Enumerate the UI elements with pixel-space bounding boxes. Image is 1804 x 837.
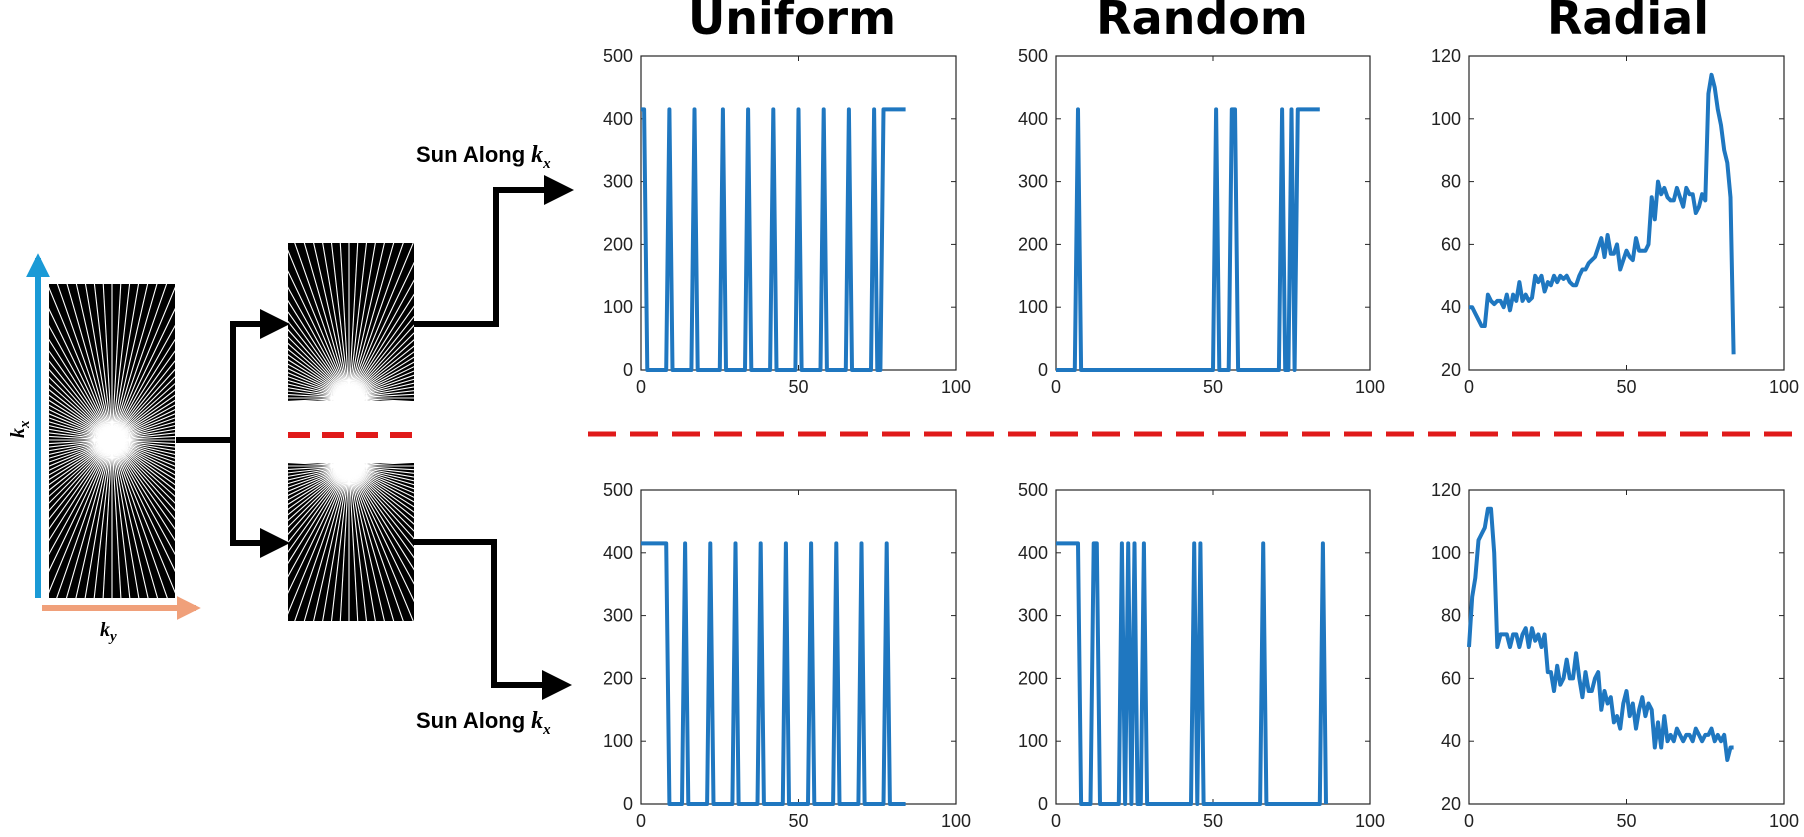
kspace-top-half-image bbox=[288, 243, 414, 401]
kspace-bottom-half-image bbox=[288, 463, 414, 621]
y-tick-label: 40 bbox=[1441, 731, 1461, 751]
y-tick-label: 40 bbox=[1441, 297, 1461, 317]
x-tick-label: 100 bbox=[1769, 811, 1799, 831]
x-tick-label: 0 bbox=[636, 377, 646, 397]
kspace-spokes bbox=[49, 284, 175, 598]
y-tick-label: 500 bbox=[603, 480, 633, 500]
x-tick-label: 50 bbox=[1203, 811, 1223, 831]
kspace-center bbox=[98, 428, 126, 452]
y-tick-label: 400 bbox=[603, 109, 633, 129]
y-tick-label: 0 bbox=[623, 794, 633, 814]
y-tick-label: 100 bbox=[1018, 297, 1048, 317]
sum-arrow-bottom bbox=[414, 539, 572, 700]
sum-arrow-top bbox=[414, 175, 574, 327]
y-tick-label: 200 bbox=[1018, 668, 1048, 688]
y-tick-label: 300 bbox=[1018, 606, 1048, 626]
kspace-spokes bbox=[288, 463, 414, 621]
y-tick-label: 120 bbox=[1431, 46, 1461, 66]
y-tick-label: 400 bbox=[1018, 109, 1048, 129]
y-tick-label: 100 bbox=[603, 731, 633, 751]
y-tick-label: 60 bbox=[1441, 234, 1461, 254]
y-tick-label: 400 bbox=[603, 543, 633, 563]
y-tick-label: 100 bbox=[1431, 543, 1461, 563]
y-tick-label: 400 bbox=[1018, 543, 1048, 563]
y-tick-label: 100 bbox=[1431, 109, 1461, 129]
chart-radial-top: 20 40 60 80 100 120 0 50 100 bbox=[1431, 46, 1799, 397]
chart-random-bottom: 0 100 200 300 400 500 0 50 100 bbox=[1018, 480, 1385, 831]
x-tick-label: 100 bbox=[1355, 811, 1385, 831]
x-tick-label: 0 bbox=[636, 811, 646, 831]
series-line bbox=[641, 541, 906, 806]
series-line bbox=[1056, 541, 1328, 806]
x-tick-label: 0 bbox=[1464, 811, 1474, 831]
plot-area bbox=[1468, 489, 1785, 805]
series-line bbox=[1467, 506, 1734, 762]
y-tick-label: 500 bbox=[603, 46, 633, 66]
x-tick-label: 50 bbox=[1616, 811, 1636, 831]
column-title-random: Random bbox=[1096, 0, 1308, 45]
plot-area bbox=[1055, 489, 1371, 805]
column-title-uniform: Uniform bbox=[688, 0, 896, 45]
y-tick-label: 300 bbox=[1018, 172, 1048, 192]
chart-uniform-bottom: 0 100 200 300 400 500 0 50 100 bbox=[603, 480, 971, 831]
y-tick-label: 120 bbox=[1431, 480, 1461, 500]
kspace-center bbox=[333, 463, 365, 476]
chart-radial-bottom: 20 40 60 80 100 120 0 50 100 bbox=[1431, 480, 1799, 831]
plot-area bbox=[1468, 55, 1785, 371]
x-tick-label: 50 bbox=[788, 811, 808, 831]
kspace-background bbox=[288, 463, 414, 621]
x-tick-label: 50 bbox=[1616, 377, 1636, 397]
y-tick-label: 80 bbox=[1441, 172, 1461, 192]
series-line bbox=[1469, 72, 1736, 355]
kspace-background bbox=[288, 243, 414, 401]
y-tick-label: 0 bbox=[1038, 794, 1048, 814]
y-tick-label: 200 bbox=[603, 234, 633, 254]
y-tick-label: 60 bbox=[1441, 668, 1461, 688]
x-tick-label: 100 bbox=[1769, 377, 1799, 397]
y-tick-label: 0 bbox=[1038, 360, 1048, 380]
plot-area bbox=[640, 489, 957, 805]
y-tick-label: 300 bbox=[603, 606, 633, 626]
x-tick-label: 0 bbox=[1051, 811, 1061, 831]
x-tick-label: 100 bbox=[941, 377, 971, 397]
y-tick-label: 200 bbox=[1018, 234, 1048, 254]
column-title-radial: Radial bbox=[1547, 0, 1709, 45]
kspace-spokes bbox=[288, 243, 414, 401]
y-tick-label: 0 bbox=[623, 360, 633, 380]
y-tick-label: 100 bbox=[1018, 731, 1048, 751]
y-tick-label: 300 bbox=[603, 172, 633, 192]
x-tick-label: 0 bbox=[1051, 377, 1061, 397]
kspace-center bbox=[333, 388, 365, 401]
y-tick-label: 500 bbox=[1018, 480, 1048, 500]
x-tick-label: 0 bbox=[1464, 377, 1474, 397]
series-line bbox=[1056, 107, 1320, 372]
ky-axis-label: ky bbox=[100, 619, 117, 645]
y-tick-label: 100 bbox=[603, 297, 633, 317]
y-tick-label: 500 bbox=[1018, 46, 1048, 66]
chart-random-top: 0 100 200 300 400 500 0 50 100 bbox=[1018, 46, 1385, 397]
x-tick-label: 100 bbox=[941, 811, 971, 831]
chart-uniform-top: 0 100 200 300 400 500 0 50 100 bbox=[603, 46, 971, 397]
y-tick-label: 80 bbox=[1441, 606, 1461, 626]
y-tick-label: 20 bbox=[1441, 360, 1461, 380]
x-tick-label: 100 bbox=[1355, 377, 1385, 397]
kspace-full-image bbox=[49, 284, 175, 598]
y-tick-label: 200 bbox=[603, 668, 633, 688]
kx-axis-label: kx bbox=[7, 420, 33, 438]
x-tick-label: 50 bbox=[788, 377, 808, 397]
x-tick-label: 50 bbox=[1203, 377, 1223, 397]
y-tick-label: 20 bbox=[1441, 794, 1461, 814]
series-line bbox=[641, 107, 906, 372]
